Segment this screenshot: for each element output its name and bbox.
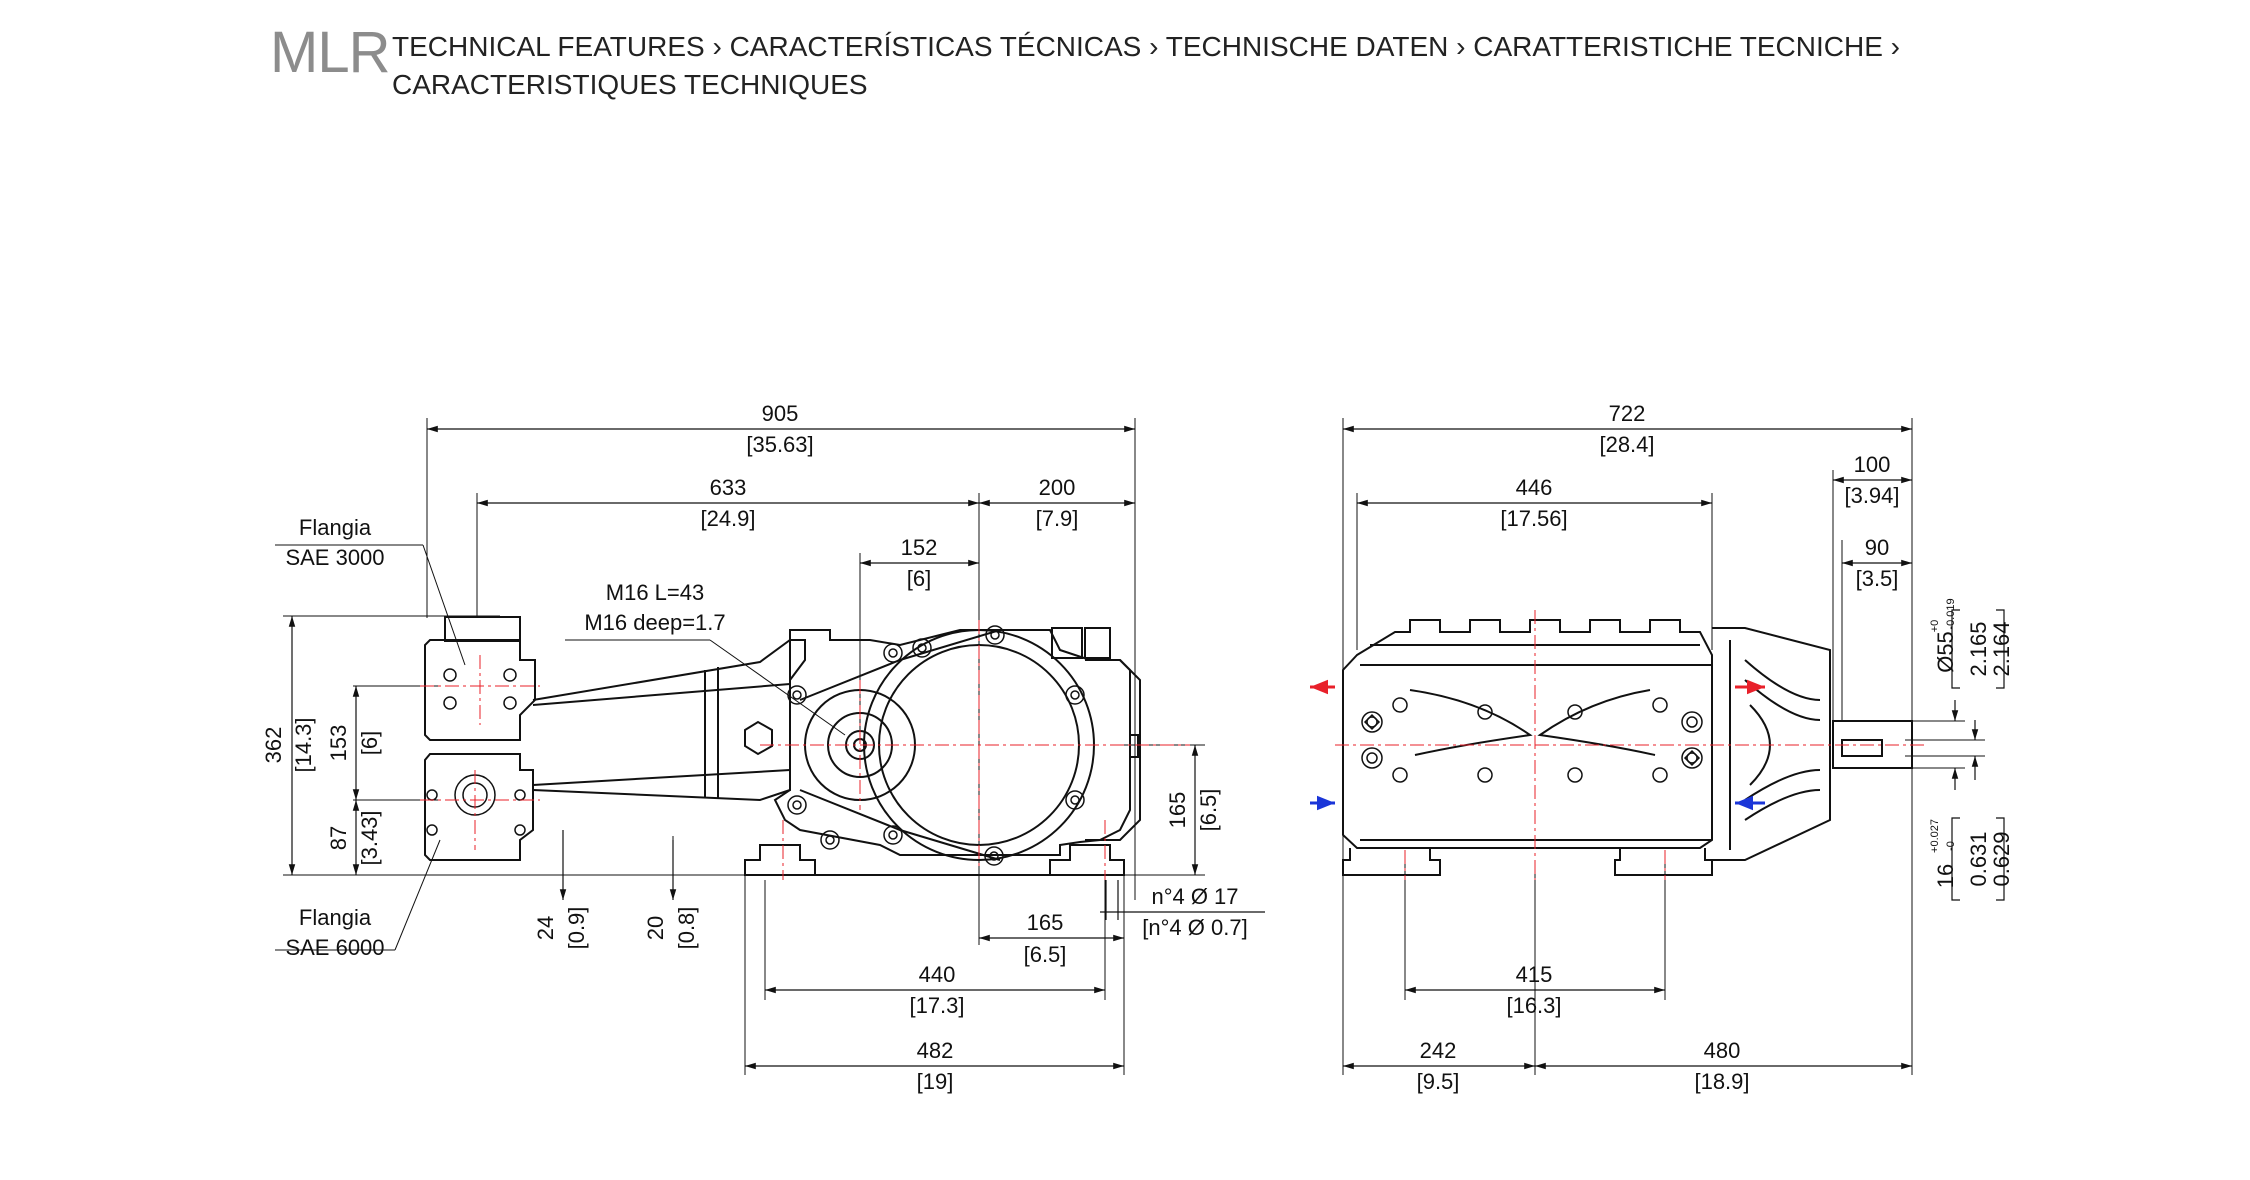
dim-24-in: [0.9] [564,907,589,950]
dim-165-vertical-in: [6.5] [1196,789,1221,832]
features-title: TECHNICAL FEATURES › CARACTERÍSTICAS TÉC… [392,28,1900,104]
key-inch-max: 0.631 [1966,831,1991,886]
dim-440: 440 [919,962,956,987]
holes-label: n°4 Ø 17 [1151,884,1238,909]
side-view-centerlines [420,620,1190,880]
dim-165-vertical: 165 [1165,792,1190,829]
dim-415: 415 [1516,962,1553,987]
model-name: MLR [270,20,390,85]
dim-100: 100 [1854,452,1891,477]
top-view: 722 [28.4] 446 [17.56] 100 [3.94] 90 [3.… [1310,401,2014,1094]
flange-top-label-1: Flangia [299,515,372,540]
top-view-dimensions: 722 [28.4] 446 [17.56] 100 [3.94] 90 [3.… [1417,401,2014,1094]
key-tolerance-upper: +0.027 [1929,819,1941,853]
dim-87: 87 [326,826,351,850]
features-title-line-1: TECHNICAL FEATURES › CARACTERÍSTICAS TÉC… [392,31,1900,62]
flow-arrows [1310,679,1765,811]
dim-24: 24 [533,916,558,940]
dim-242: 242 [1420,1038,1457,1063]
dim-153: 153 [326,725,351,762]
key-inch-min: 0.629 [1989,831,2014,886]
thread-label-1: M16 L=43 [606,580,704,605]
top-view-centerlines [1335,610,1925,880]
dim-20: 20 [643,916,668,940]
dim-482-in: [19] [917,1069,954,1094]
dim-200-in: [7.9] [1036,506,1079,531]
dim-480-in: [18.9] [1694,1069,1749,1094]
dim-633-in: [24.9] [700,506,755,531]
side-view-dimension-lines [288,425,1265,1070]
flange-bottom-label-2: SAE 6000 [285,935,384,960]
dim-440-in: [17.3] [909,993,964,1018]
shaft-tolerance-lower: -0.019 [1945,598,1957,629]
dim-482: 482 [917,1038,954,1063]
dim-905: 905 [762,401,799,426]
dim-242-in: [9.5] [1417,1069,1460,1094]
top-view-dimension-lines [1343,425,2005,1070]
dim-633: 633 [710,475,747,500]
shaft-diameter: Ø55 [1933,631,1958,673]
dim-165-horizontal: 165 [1027,910,1064,935]
dim-905-in: [35.63] [746,432,813,457]
side-view-dimensions: 905 [35.63] 633 [24.9] 200 [7.9] 152 [6]… [261,401,1248,1094]
holes-label-in: [n°4 Ø 0.7] [1142,915,1247,940]
dim-152-in: [6] [907,566,931,591]
side-view-leaders [275,544,846,951]
dim-20-in: [0.8] [674,907,699,950]
dim-100-in: [3.94] [1844,483,1899,508]
flange-top-label-2: SAE 3000 [285,545,384,570]
dim-152: 152 [901,535,938,560]
shaft-inch-max: 2.165 [1966,621,1991,676]
key-width: 16 [1933,864,1958,888]
top-view-bolts [1361,697,1703,783]
flange-bottom-label-1: Flangia [299,905,372,930]
dim-362-in: [14.3] [291,717,316,772]
side-view-labels: Flangia SAE 3000 Flangia SAE 6000 M16 L=… [285,515,725,960]
shaft-inch-min: 2.164 [1989,621,2014,676]
dim-90-in: [3.5] [1856,566,1899,591]
dim-480: 480 [1704,1038,1741,1063]
dim-446: 446 [1516,475,1553,500]
dim-165-horizontal-in: [6.5] [1024,942,1067,967]
dim-415-in: [16.3] [1506,993,1561,1018]
features-title-line-2: CARACTERISTIQUES TECHNIQUES [392,69,868,100]
dim-200: 200 [1039,475,1076,500]
page-header: MLR TECHNICAL FEATURES › CARACTERÍSTICAS… [270,22,2170,102]
dim-87-in: [3.43] [357,810,382,865]
pump-side-body [424,616,1141,876]
pump-top-body [1342,619,1913,876]
thread-label-2: M16 deep=1.7 [584,610,725,635]
dim-722: 722 [1609,401,1646,426]
dim-90: 90 [1865,535,1889,560]
dim-362: 362 [261,727,286,764]
dim-446-in: [17.56] [1500,506,1567,531]
side-view: Flangia SAE 3000 Flangia SAE 6000 M16 L=… [261,401,1265,1094]
dim-153-in: [6] [357,731,382,755]
top-view-extension-lines [1342,418,1985,1075]
key-tolerance-lower: -0 [1945,841,1957,851]
shaft-tolerance-upper: +0 [1929,620,1941,633]
dim-722-in: [28.4] [1599,432,1654,457]
